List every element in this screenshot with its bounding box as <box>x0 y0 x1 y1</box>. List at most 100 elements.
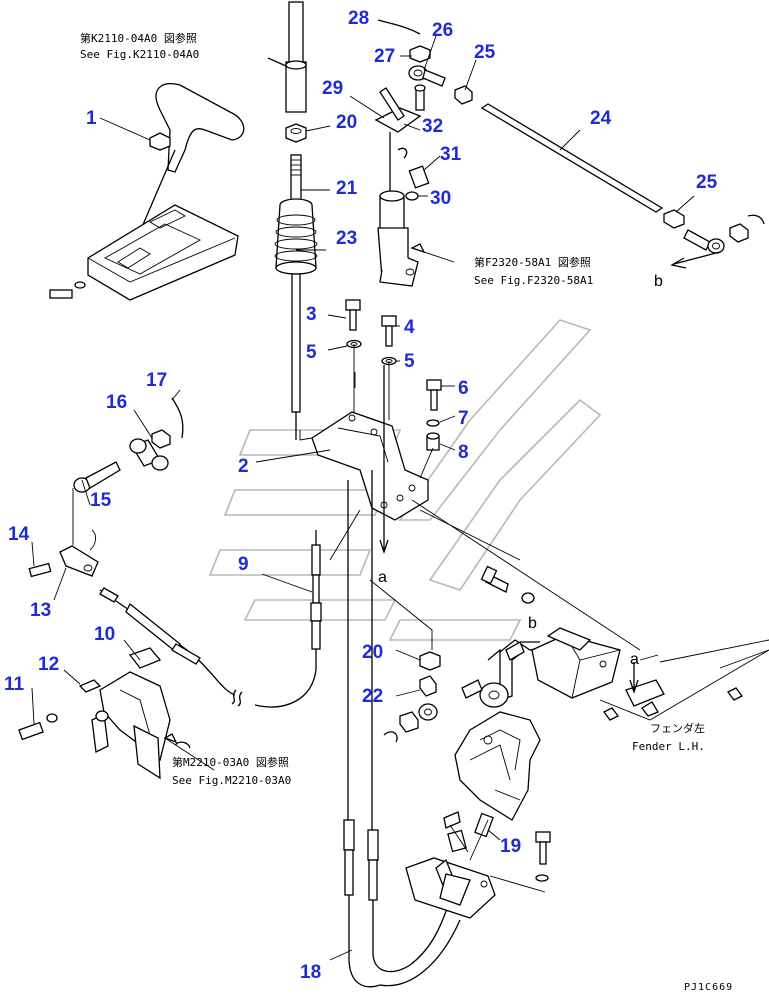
mount-plate <box>405 857 496 919</box>
callout-2: 2 <box>238 456 249 477</box>
callout-13: 13 <box>30 600 51 621</box>
callout-1: 1 <box>86 108 97 129</box>
callout-14: 14 <box>8 524 30 545</box>
connector-19 <box>443 811 494 853</box>
callout-29: 29 <box>322 78 343 99</box>
bracket-10 <box>78 647 171 780</box>
bolt-19-right <box>535 831 551 882</box>
small-clip <box>603 679 743 721</box>
callout-4: 4 <box>404 317 415 338</box>
callout-31: 31 <box>440 144 462 165</box>
nut-27 <box>409 45 431 63</box>
marker-b-top: b <box>654 273 663 290</box>
marker-a-right: a <box>630 651 639 668</box>
callout-20-upper: 20 <box>336 112 357 133</box>
callout-15: 15 <box>90 490 112 511</box>
cable-end-joint <box>73 461 121 493</box>
cable-10 <box>99 587 236 696</box>
ref-f2320-jp: 第F2320-58A1 図参照 <box>474 255 591 269</box>
washer-30 <box>405 191 419 201</box>
gate-plate <box>87 204 239 301</box>
callout-23: 23 <box>336 228 357 249</box>
spacer-8 <box>426 432 440 451</box>
boot-23 <box>274 198 318 275</box>
callout-9: 9 <box>238 554 249 575</box>
leader-lines <box>31 35 695 961</box>
nut-20-lower <box>419 651 441 671</box>
washer-right <box>521 592 535 604</box>
callout-25-lower: 25 <box>696 172 718 193</box>
cable-18 <box>343 470 461 988</box>
callout-25-upper: 25 <box>474 42 496 63</box>
lever-13 <box>59 545 99 577</box>
rod-end-lower <box>683 214 765 254</box>
callout-3: 3 <box>306 304 317 325</box>
lever-bracket-29 <box>374 84 426 133</box>
washer-7 <box>426 419 440 427</box>
ref-m2210-en: See Fig.M2210-03A0 <box>172 774 291 787</box>
callout-8: 8 <box>458 442 469 463</box>
bolt-14 <box>28 562 52 578</box>
drawing-code: PJ1C669 <box>684 982 733 993</box>
bolt-4 <box>381 315 397 347</box>
callout-30: 30 <box>430 188 451 209</box>
pin-17 <box>171 397 184 439</box>
callout-5-right: 5 <box>404 351 415 372</box>
callout-26: 26 <box>432 20 453 41</box>
letter-markers: a a b b <box>378 273 663 668</box>
pin-28 <box>377 19 421 35</box>
nut-20-upper <box>285 123 307 143</box>
bolt-31 <box>408 165 430 189</box>
cable-9 <box>254 530 322 708</box>
lever-rod <box>291 273 301 440</box>
ref-k2110-en: See Fig.K2110-04A0 <box>80 48 199 61</box>
callout-21: 21 <box>336 178 358 199</box>
nut-16 <box>151 429 171 449</box>
callout-12: 12 <box>38 654 59 675</box>
fender-jp: フェンダ左 <box>650 721 705 735</box>
callout-20-lower: 20 <box>362 642 383 663</box>
rod-end-upper-left <box>129 438 169 471</box>
callout-6: 6 <box>458 378 469 399</box>
callout-10: 10 <box>94 624 115 645</box>
washer-12 <box>46 713 58 723</box>
rod-end-22 <box>383 675 438 743</box>
ref-k2110-jp: 第K2110-04A0 図参照 <box>80 31 197 45</box>
bolt-3 <box>345 299 361 331</box>
callout-27: 27 <box>374 46 395 67</box>
callout-5-left: 5 <box>306 342 317 363</box>
marker-b-center: b <box>528 615 537 632</box>
long-rod-24 <box>480 103 664 213</box>
bracket-2 <box>311 411 429 521</box>
shaft-housing <box>377 132 419 287</box>
callout-18: 18 <box>300 962 321 983</box>
callout-7: 7 <box>458 408 469 429</box>
rod-end-26 <box>408 65 446 87</box>
callout-16: 16 <box>106 392 127 413</box>
marker-a-center: a <box>378 569 387 586</box>
upper-rod <box>267 1 307 113</box>
bolt-right <box>480 565 509 593</box>
nut-1 <box>149 132 171 151</box>
callout-labels: 1 2 3 4 5 5 6 7 8 9 10 11 12 13 14 15 16… <box>4 8 718 983</box>
bolt-washer-gate <box>49 281 86 299</box>
bolt-6 <box>426 379 442 411</box>
reference-notes: 第K2110-04A0 図参照 See Fig.K2110-04A0 第F232… <box>80 31 705 787</box>
pin-32 <box>397 147 408 159</box>
callout-17: 17 <box>146 370 167 391</box>
nut-25-lower <box>663 209 685 229</box>
callout-22: 22 <box>362 686 383 707</box>
control-housing <box>454 711 541 821</box>
fender-en: Fender L.H. <box>632 740 705 753</box>
nut-25-upper <box>454 85 473 105</box>
callout-32: 32 <box>422 116 443 137</box>
callout-24: 24 <box>590 108 612 129</box>
threaded-rod-21 <box>290 154 302 206</box>
lever-arm <box>461 639 541 708</box>
callout-28: 28 <box>348 8 369 29</box>
ref-f2320-en: See Fig.F2320-58A1 <box>474 274 593 287</box>
ref-m2210-jp: 第M2210-03A0 図参照 <box>172 755 289 769</box>
bolt-11 <box>18 721 44 741</box>
